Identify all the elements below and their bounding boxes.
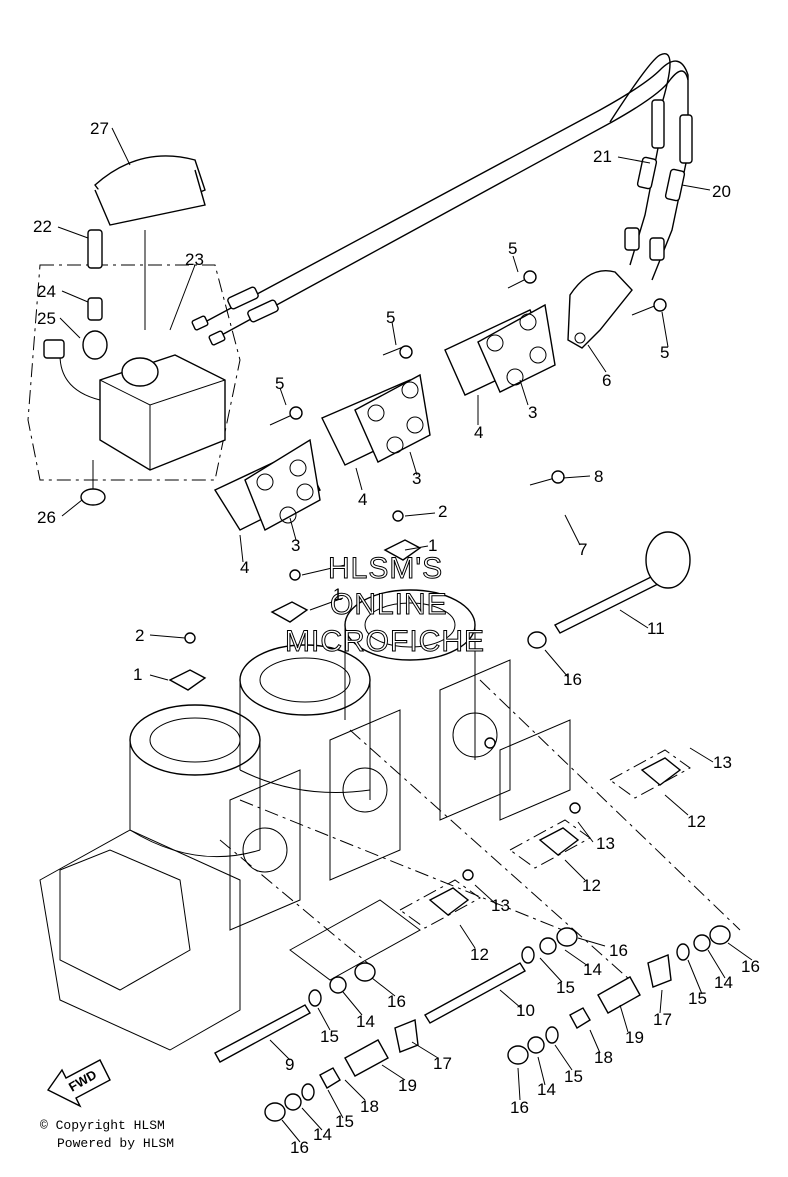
callout-15-c: 15	[320, 1027, 339, 1046]
callout-1-c: 1	[133, 665, 142, 684]
shafts	[214, 531, 691, 1063]
callout-15-b: 15	[688, 989, 707, 1008]
callout-12-c: 12	[470, 945, 489, 964]
callout-2-a: 2	[438, 502, 447, 521]
watermark-line-2: ONLINE	[330, 588, 448, 621]
fwd-arrow-icon: FWD	[46, 1059, 111, 1108]
callout-18-a: 18	[594, 1048, 613, 1067]
cylinder-block	[39, 589, 571, 1051]
callout-10: 10	[516, 1001, 535, 1020]
callout-7: 7	[578, 540, 587, 559]
powered-by-text: Powered by HLSM	[57, 1136, 175, 1151]
callout-1-a: 1	[428, 536, 437, 555]
callout-15-d: 15	[564, 1067, 583, 1086]
throttle-cable-assembly	[191, 53, 693, 346]
callout-16-b: 16	[609, 941, 628, 960]
callout-14-d: 14	[537, 1080, 556, 1099]
callout-19-a: 19	[625, 1028, 644, 1047]
leader-lines	[57, 127, 753, 1143]
callout-labels: 27 22 23 24 25 26 21 20 5 5 5 5 6 3 3 3 …	[33, 119, 760, 1157]
electric-unit-assembly	[27, 155, 241, 506]
callout-13-a: 13	[713, 753, 732, 772]
callout-16-a: 16	[563, 670, 582, 689]
clamp-frames	[219, 679, 741, 981]
callout-5-b: 5	[386, 308, 395, 327]
copyright-text: © Copyright HLSM	[40, 1118, 165, 1133]
callout-16-e: 16	[510, 1098, 529, 1117]
callout-18-b: 18	[360, 1097, 379, 1116]
cover-set-2	[321, 373, 431, 466]
callout-14-b: 14	[714, 973, 733, 992]
callout-22: 22	[33, 217, 52, 236]
bolts	[184, 270, 667, 881]
callout-21: 21	[593, 147, 612, 166]
callout-3-c: 3	[291, 536, 300, 555]
callout-23: 23	[185, 250, 204, 269]
callout-5-d: 5	[660, 343, 669, 362]
callout-5-c: 5	[275, 374, 284, 393]
callout-4-a: 4	[474, 423, 483, 442]
callout-12-b: 12	[582, 876, 601, 895]
callout-17-a: 17	[653, 1010, 672, 1029]
callout-13-c: 13	[491, 896, 510, 915]
callout-5-a: 5	[508, 239, 517, 258]
watermark-line-3: MICROFICHE	[285, 625, 485, 658]
callout-26: 26	[37, 508, 56, 527]
callout-16-f: 16	[290, 1138, 309, 1157]
callout-3-b: 3	[412, 469, 421, 488]
callout-4-c: 4	[240, 558, 249, 577]
clamps	[168, 539, 422, 691]
callout-15-a: 15	[556, 978, 575, 997]
callout-3-a: 3	[528, 403, 537, 422]
callout-24: 24	[37, 282, 56, 301]
callout-4-b: 4	[358, 490, 367, 509]
cover-set-3	[444, 303, 556, 396]
watermark: HLSM'S ONLINE MICROFICHE	[285, 552, 485, 659]
small-parts	[264, 925, 731, 1122]
callout-25: 25	[37, 309, 56, 328]
watermark-line-1: HLSM'S	[328, 552, 443, 585]
callout-13-b: 13	[596, 834, 615, 853]
callout-8: 8	[594, 467, 603, 486]
callout-14-e: 14	[313, 1125, 332, 1144]
callout-14-a: 14	[583, 960, 602, 979]
callout-2-b: 2	[135, 626, 144, 645]
callout-16-d: 16	[387, 992, 406, 1011]
callout-6: 6	[602, 371, 611, 390]
callout-27: 27	[90, 119, 109, 138]
callout-15-e: 15	[335, 1112, 354, 1131]
cover-set-1	[213, 438, 321, 531]
callout-19-b: 19	[398, 1076, 417, 1095]
callout-20: 20	[712, 182, 731, 201]
callout-14-c: 14	[356, 1012, 375, 1031]
callout-12-a: 12	[687, 812, 706, 831]
callout-11: 11	[647, 619, 665, 638]
callout-16-c: 16	[741, 957, 760, 976]
callout-17-b: 17	[433, 1054, 452, 1073]
callout-1-b: 1	[333, 585, 342, 604]
callout-9: 9	[285, 1055, 294, 1074]
bracket-6	[567, 270, 633, 349]
